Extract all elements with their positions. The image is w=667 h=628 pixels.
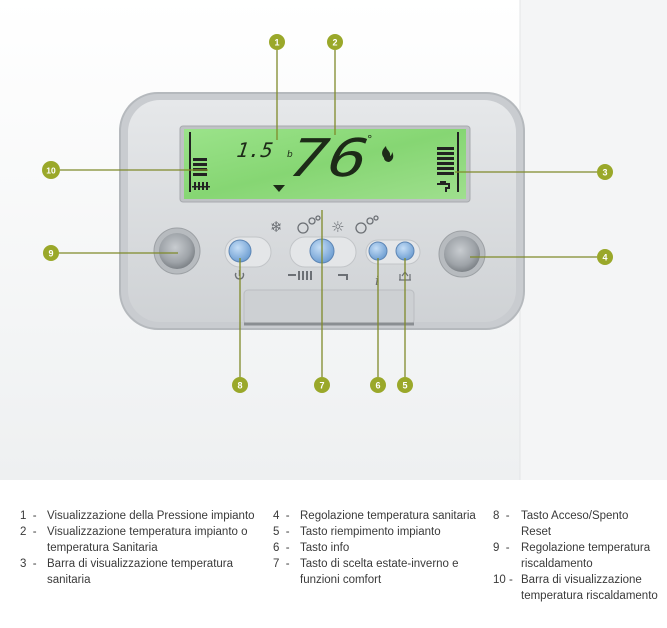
leader-lines bbox=[58, 50, 597, 377]
legend-number: 9 - bbox=[493, 542, 510, 554]
legend-item-3: 3 - Barra di visualizzazione temperatura… bbox=[20, 556, 255, 588]
legend-item-8: 8 - Tasto Acceso/Spento Reset bbox=[493, 508, 663, 540]
sun-icon: ☼ bbox=[331, 218, 344, 236]
callout-6-circle bbox=[370, 377, 386, 393]
legend-line: riscaldamento bbox=[521, 558, 593, 570]
legend-line: Tasto Acceso/Spento bbox=[521, 510, 629, 522]
callouts: 1 2 3 4 5 6 7 8 9 10 bbox=[42, 34, 613, 393]
callout-8: 8 bbox=[237, 381, 242, 391]
tap-radiator-icon bbox=[288, 271, 312, 280]
info-icon: i bbox=[375, 274, 379, 289]
legend-item-9: 9 - Regolazione temperatura riscaldament… bbox=[493, 540, 663, 572]
callout-7: 7 bbox=[319, 381, 324, 391]
callout-9: 9 bbox=[48, 249, 53, 259]
flame-icon bbox=[382, 146, 394, 162]
callout-10: 10 bbox=[46, 166, 56, 176]
legend-text: Regolazione temperatura sanitaria bbox=[300, 508, 476, 524]
legend-column-2: 4 - Regolazione temperatura sanitaria 5 … bbox=[273, 508, 483, 588]
legend-text: Visualizzazione temperatura impianto o t… bbox=[47, 524, 248, 556]
callout-2-circle bbox=[327, 34, 343, 50]
panel-bottom-tab bbox=[243, 289, 415, 325]
dhw-knob[interactable] bbox=[438, 230, 486, 278]
callout-5-circle bbox=[397, 377, 413, 393]
degree-symbol: ° bbox=[367, 133, 373, 146]
legend-number: 8 - bbox=[493, 510, 510, 522]
legend-line: Visualizzazione temperatura impianto o bbox=[47, 526, 248, 538]
snowflake-icon: ❄ bbox=[270, 218, 283, 236]
info-button[interactable] bbox=[365, 239, 421, 265]
legend-text: Tasto riempimento impianto bbox=[300, 524, 441, 540]
callout-3-circle bbox=[597, 164, 613, 180]
legend-item-1: 1 - Visualizzazione della Pressione impi… bbox=[20, 508, 255, 524]
legend-item-2: 2 - Visualizzazione temperatura impianto… bbox=[20, 524, 255, 556]
legend-line: Tasto di scelta estate-inverno e bbox=[300, 558, 459, 570]
legend-line: Barra di visualizzazione temperatura bbox=[47, 558, 234, 570]
legend-line: Regolazione temperatura bbox=[521, 542, 651, 554]
legend-item-4: 4 - Regolazione temperatura sanitaria bbox=[273, 508, 483, 524]
legend-text: Tasto Acceso/Spento Reset bbox=[521, 508, 628, 540]
lcd-screen bbox=[184, 129, 466, 199]
legend-line: sanitaria bbox=[47, 574, 91, 586]
tap-icon bbox=[437, 181, 450, 192]
selection-arrow-down bbox=[273, 185, 285, 192]
legend-line: temperatura riscaldamento bbox=[521, 590, 658, 602]
legend-column-3: 8 - Tasto Acceso/Spento Reset 9 - Regola… bbox=[493, 508, 663, 604]
temperature-readout: 76 bbox=[285, 129, 371, 189]
callout-10-circle bbox=[42, 161, 60, 179]
callout-6: 6 bbox=[375, 381, 380, 391]
legend-line: Tasto riempimento impianto bbox=[300, 526, 441, 538]
callout-5: 5 bbox=[402, 381, 407, 391]
radiator-comfort-icon bbox=[297, 215, 321, 234]
radiator-icon bbox=[192, 182, 210, 190]
legend-text: Tasto info bbox=[300, 540, 349, 556]
legend-text: Regolazione temperatura riscaldamento bbox=[521, 540, 650, 572]
callout-3: 3 bbox=[602, 168, 607, 178]
sun-comfort-icon bbox=[355, 215, 379, 234]
legend-number: 10 - bbox=[493, 574, 513, 586]
legend-text: Tasto di scelta estate-inverno e funzion… bbox=[300, 556, 459, 588]
legend-item-7: 7 - Tasto di scelta estate-inverno e fun… bbox=[273, 556, 483, 588]
tap-small-icon bbox=[338, 274, 348, 280]
pressure-readout: 1.5 bbox=[235, 138, 274, 162]
boiler-body-right bbox=[520, 0, 667, 480]
legend-item-10: 10 - Barra di visualizzazione temperatur… bbox=[493, 572, 663, 604]
callout-2: 2 bbox=[332, 38, 337, 48]
callout-8-circle bbox=[232, 377, 248, 393]
callout-4-circle bbox=[597, 249, 613, 265]
legend-item-6: 6 - Tasto info bbox=[273, 540, 483, 556]
legend-line: temperatura Sanitaria bbox=[47, 542, 158, 554]
dhw-temperature-bar bbox=[437, 132, 459, 192]
callout-9-circle bbox=[43, 245, 59, 261]
pressure-unit: b bbox=[287, 150, 293, 160]
callout-1-circle bbox=[269, 34, 285, 50]
legend-number: 5 - bbox=[273, 526, 290, 538]
legend-number: 4 - bbox=[273, 510, 290, 522]
legend-text: Barra di visualizzazione temperatura san… bbox=[47, 556, 233, 588]
legend-line: Regolazione temperatura sanitaria bbox=[300, 510, 476, 522]
legend-number: 1 - bbox=[20, 510, 37, 522]
legend-text: Visualizzazione della Pressione impianto bbox=[47, 508, 255, 524]
callout-4: 4 bbox=[602, 253, 607, 263]
legend-text: Barra di visualizzazione temperatura ris… bbox=[521, 572, 658, 604]
legend-number: 6 - bbox=[273, 542, 290, 554]
legend-line: Tasto info bbox=[300, 542, 350, 554]
heating-knob[interactable] bbox=[153, 227, 201, 275]
legend-number: 7 - bbox=[273, 558, 290, 570]
legend-line: funzioni comfort bbox=[300, 574, 382, 586]
power-button[interactable] bbox=[224, 236, 272, 268]
mode-button[interactable] bbox=[289, 236, 357, 268]
legend-column-1: 1 - Visualizzazione della Pressione impi… bbox=[20, 508, 255, 588]
legend-number: 2 - bbox=[20, 526, 37, 538]
legend-line: Reset bbox=[521, 526, 552, 538]
legend-line: Barra di visualizzazione bbox=[521, 574, 642, 586]
boiler-control-panel-diagram: 1.5 b 76 ° ❄ ☼ bbox=[0, 0, 667, 480]
callout-1: 1 bbox=[274, 38, 279, 48]
legend-line: Visualizzazione della Pressione impianto bbox=[47, 510, 255, 522]
legend-number: 3 - bbox=[20, 558, 37, 570]
callout-7-circle bbox=[314, 377, 330, 393]
legend-item-5: 5 - Tasto riempimento impianto bbox=[273, 524, 483, 540]
